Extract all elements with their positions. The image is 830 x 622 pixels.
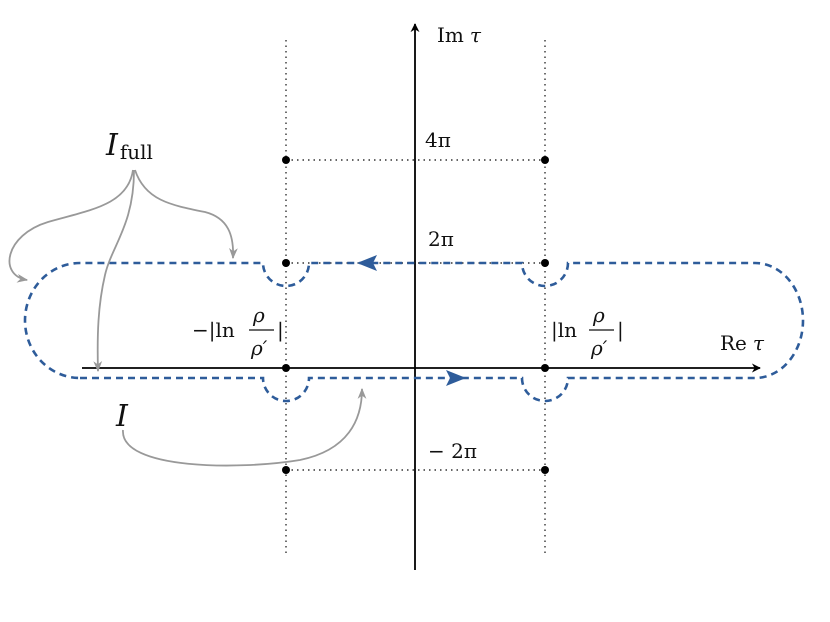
left-branch-denominator: ρ′ <box>250 336 268 360</box>
left-branch-point-label: −|ln ρ ρ′ | <box>192 303 284 360</box>
ifull-arrow-left <box>8 169 134 283</box>
left-branch-suffix: | <box>277 318 284 343</box>
right-branch-suffix: | <box>617 318 624 343</box>
right-branch-point-label: |ln ρ ρ′ | <box>551 303 624 360</box>
i-label: I <box>115 399 129 434</box>
point-left-four-pi <box>282 156 290 164</box>
two-pi-label: 2π <box>428 227 454 251</box>
right-branch-point <box>541 364 549 372</box>
contour-direction-arrow-top <box>357 255 377 271</box>
integration-contour <box>23 261 805 403</box>
point-right-minus-two-pi <box>541 466 549 474</box>
four-pi-label: 4π <box>425 128 451 152</box>
minus-two-pi-label: − 2π <box>428 439 477 463</box>
point-right-two-pi <box>541 259 549 267</box>
right-branch-denominator: ρ′ <box>590 336 608 360</box>
left-branch-numerator: ρ <box>252 303 265 327</box>
right-branch-prefix: |ln <box>551 318 577 343</box>
i-arrow <box>122 387 367 467</box>
contour-direction-arrow-bottom <box>446 370 466 386</box>
right-branch-numerator: ρ <box>592 303 605 327</box>
point-left-minus-two-pi <box>282 466 290 474</box>
left-branch-prefix: −|ln <box>192 318 235 343</box>
point-left-two-pi <box>282 259 290 267</box>
left-branch-point <box>282 364 290 372</box>
point-right-four-pi <box>541 156 549 164</box>
ifull-arrow-down <box>93 169 135 373</box>
ifull-arrow-right <box>134 169 238 260</box>
